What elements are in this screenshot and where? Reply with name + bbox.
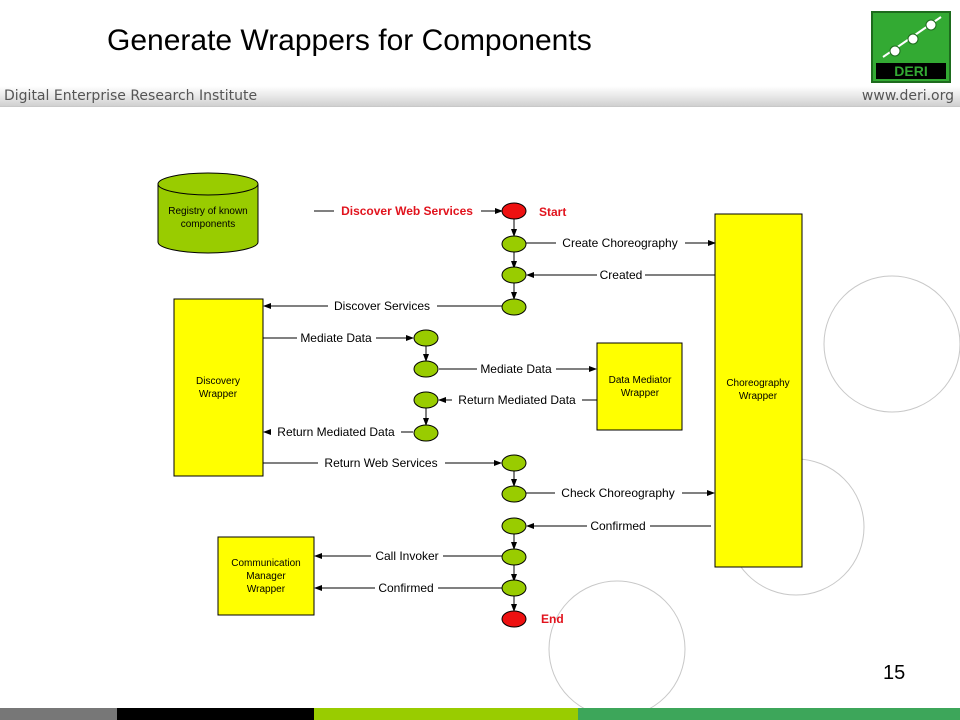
flow-node <box>501 298 527 316</box>
edge-label-create-choreography: Create Choreography <box>562 236 677 250</box>
choreography-label-line2: Wrapper <box>739 391 778 402</box>
edge-label-call-invoker: Call Invoker <box>375 549 438 563</box>
registry-label-line2: components <box>181 219 235 230</box>
communication-label-line1: Communication <box>231 558 300 569</box>
communication-manager-wrapper-box: Communication Manager Wrapper <box>217 536 315 616</box>
flow-node <box>501 548 527 566</box>
flow-node <box>501 266 527 284</box>
edge-label-return-mediated-data: Return Mediated Data <box>277 425 395 439</box>
footer-strip-segment <box>117 708 314 720</box>
flow-node <box>501 579 527 597</box>
edge-label-discover-services: Discover Services <box>334 299 430 313</box>
footer-strip-segment <box>314 708 578 720</box>
edge-label-confirmed: Confirmed <box>590 519 645 533</box>
end-node <box>501 610 527 628</box>
edge-label-return-web-services: Return Web Services <box>324 456 437 470</box>
discovery-wrapper-box: Discovery Wrapper <box>173 298 264 477</box>
footer-strip-segment <box>0 708 117 720</box>
flow-node <box>501 235 527 253</box>
discovery-label-line2: Wrapper <box>199 389 238 400</box>
end-label: End <box>541 612 564 626</box>
edge-label-mediate-data: Mediate Data <box>480 362 552 376</box>
deri-logo: DERI <box>871 11 951 83</box>
edge-label-check-choreography: Check Choreography <box>561 486 674 500</box>
footer-strip-segment <box>578 708 960 720</box>
start-label: Start <box>539 205 566 219</box>
flow-nodes <box>413 202 527 628</box>
logo-text: DERI <box>894 63 927 79</box>
start-node <box>501 202 527 220</box>
edge-label-backgrounds <box>271 203 685 595</box>
decor-circle <box>823 275 960 413</box>
edge-label-discover-web-services: Discover Web Services <box>341 204 473 218</box>
flow-node <box>413 424 439 442</box>
communication-label-line3: Wrapper <box>247 584 286 595</box>
choreography-label-line1: Choreography <box>726 378 789 389</box>
edge-label-created: Created <box>600 268 643 282</box>
choreography-wrapper-box: Choreography Wrapper <box>714 213 803 568</box>
registry-database: Registry of known components <box>157 172 259 254</box>
edge-label-return-mediated-data: Return Mediated Data <box>458 393 576 407</box>
communication-label-line2: Manager <box>246 571 286 582</box>
registry-label-line1: Registry of known <box>168 206 247 217</box>
discovery-label-line1: Discovery <box>196 376 240 387</box>
edge-label-confirmed: Confirmed <box>378 581 433 595</box>
flow-node <box>501 454 527 472</box>
flow-node <box>501 517 527 535</box>
flow-connectors <box>423 219 517 612</box>
data-mediator-wrapper-box: Data Mediator Wrapper <box>596 342 683 431</box>
decor-circle <box>548 580 686 718</box>
slide-title: Generate Wrappers for Components <box>107 24 592 57</box>
flow-node <box>413 360 439 378</box>
edge-label-mediate-data: Mediate Data <box>300 331 372 345</box>
header-bar: Digital Enterprise Research Institute ww… <box>0 86 960 107</box>
page-number: 15 <box>883 662 906 684</box>
flow-node <box>413 329 439 347</box>
flow-node <box>501 485 527 503</box>
website-url: www.deri.org <box>861 88 954 104</box>
mediator-label-line2: Wrapper <box>621 388 660 399</box>
flow-node <box>413 391 439 409</box>
mediator-label-line1: Data Mediator <box>609 375 672 386</box>
institute-name: Digital Enterprise Research Institute <box>4 88 258 104</box>
